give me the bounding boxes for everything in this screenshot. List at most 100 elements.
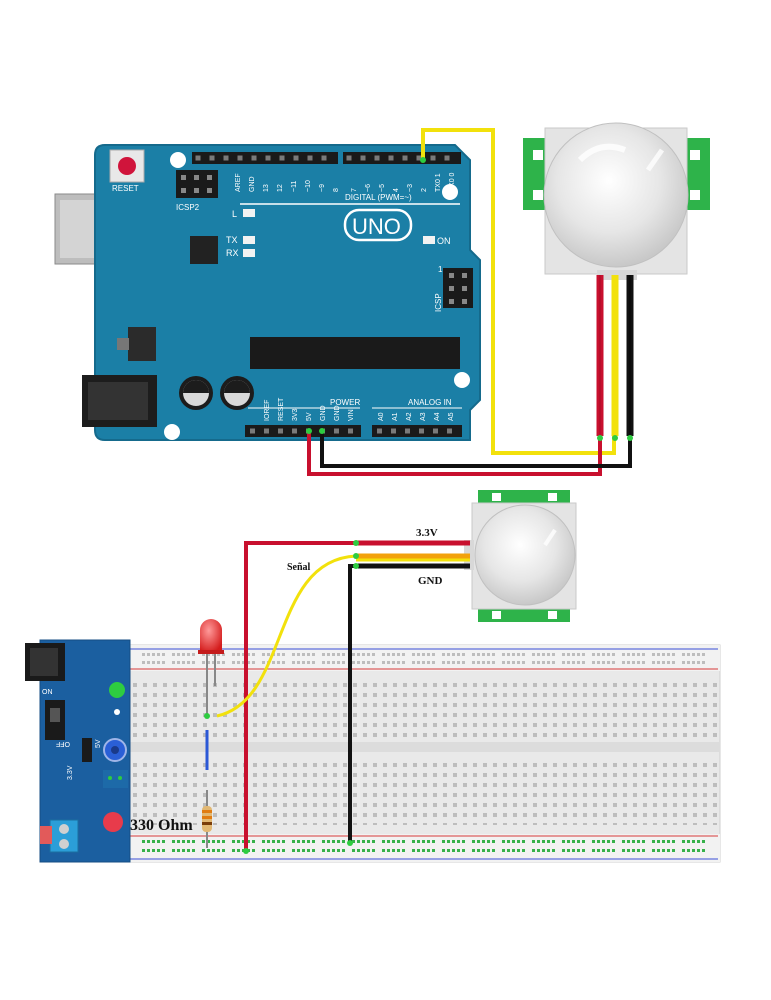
header-pin[interactable] (433, 428, 438, 434)
rail-hole (692, 661, 695, 664)
icsp2-label: ICSP2 (176, 203, 200, 212)
rail-hole (697, 840, 700, 843)
top-pin-label: ~3 (407, 184, 414, 192)
rail-hole (412, 849, 415, 852)
rail-hole (672, 849, 675, 852)
rail-hole (642, 849, 645, 852)
rail-hole (507, 653, 510, 656)
header-pin[interactable] (405, 428, 410, 434)
rail-hole (292, 653, 295, 656)
header-pin[interactable] (279, 155, 285, 161)
header-pin[interactable] (346, 155, 352, 161)
rail-hole (307, 849, 310, 852)
header-pin[interactable] (391, 428, 396, 434)
rail-hole (392, 661, 395, 664)
rail-hole (332, 661, 335, 664)
header-pin[interactable] (348, 428, 353, 434)
header-pin[interactable] (223, 155, 229, 161)
rail-hole (282, 849, 285, 852)
header-pin[interactable] (334, 428, 339, 434)
header-pin[interactable] (402, 155, 408, 161)
header-pin[interactable] (307, 155, 313, 161)
rail-hole (452, 653, 455, 656)
rail-hole (577, 653, 580, 656)
rail-hole (242, 661, 245, 664)
rail-hole (577, 661, 580, 664)
rail-hole (187, 653, 190, 656)
header-pin[interactable] (251, 155, 257, 161)
header-pin[interactable] (209, 155, 215, 161)
rail-hole (562, 661, 565, 664)
header-pin[interactable] (265, 155, 271, 161)
rail-hole (312, 661, 315, 664)
header-pin[interactable] (360, 155, 366, 161)
header-pin[interactable] (388, 155, 394, 161)
rail-hole (232, 849, 235, 852)
header-pin[interactable] (195, 155, 201, 161)
rail-hole (517, 661, 520, 664)
rail-hole (667, 661, 670, 664)
rail-hole (682, 840, 685, 843)
icsp-header (443, 268, 473, 308)
rail-hole (517, 840, 520, 843)
rail-hole (207, 840, 210, 843)
header-pin[interactable] (377, 428, 382, 434)
voltage-label: 3.3V (416, 527, 438, 539)
rail-hole (442, 849, 445, 852)
rail-hole (392, 849, 395, 852)
power-pin-label: GND (334, 405, 341, 421)
rail-hole (447, 661, 450, 664)
header-pin[interactable] (444, 155, 450, 161)
header-pin[interactable] (374, 155, 380, 161)
signal-label: Señal (287, 562, 311, 573)
rail-hole (572, 653, 575, 656)
header-pin[interactable] (250, 428, 255, 434)
header-pin[interactable] (292, 428, 297, 434)
rail-hole (502, 849, 505, 852)
rail-hole (422, 849, 425, 852)
header-pin[interactable] (419, 428, 424, 434)
rail-hole (462, 653, 465, 656)
rail-hole (337, 849, 340, 852)
header-pin[interactable] (447, 428, 452, 434)
rail-hole (622, 653, 625, 656)
red-led (198, 619, 224, 716)
rail-hole (427, 840, 430, 843)
rail-hole (142, 661, 145, 664)
header-pin[interactable] (278, 428, 283, 434)
rail-hole (487, 653, 490, 656)
rail-hole (172, 840, 175, 843)
rail-hole (697, 653, 700, 656)
header-pin[interactable] (321, 155, 327, 161)
rail-hole (602, 840, 605, 843)
rail-hole (452, 840, 455, 843)
on-led-label: ON (437, 236, 451, 246)
rail-hole (192, 653, 195, 656)
rail-hole (472, 849, 475, 852)
rail-hole (152, 653, 155, 656)
uno-logo: UNO (352, 214, 401, 239)
header-pin[interactable] (264, 428, 269, 434)
rail-hole (632, 661, 635, 664)
rail-hole (682, 653, 685, 656)
header-pin[interactable] (416, 155, 422, 161)
rail-hole (277, 840, 280, 843)
rail-hole (642, 653, 645, 656)
rail-hole (282, 840, 285, 843)
header-pin[interactable] (293, 155, 299, 161)
rail-hole (392, 840, 395, 843)
uno-logo-frame (343, 208, 413, 242)
rail-hole (602, 653, 605, 656)
rail-hole (627, 661, 630, 664)
rail-hole (232, 661, 235, 664)
digital-label: DIGITAL (PWM=~) (345, 193, 412, 202)
rail-hole (382, 653, 385, 656)
rx-led-label: RX (226, 248, 239, 258)
rail-hole (607, 840, 610, 843)
rail-hole (542, 653, 545, 656)
header-pin[interactable] (430, 155, 436, 161)
header-pin[interactable] (237, 155, 243, 161)
analog-pin-label: A5 (448, 412, 455, 421)
top-pin-label: ~10 (305, 180, 312, 192)
rail-hole (247, 661, 250, 664)
